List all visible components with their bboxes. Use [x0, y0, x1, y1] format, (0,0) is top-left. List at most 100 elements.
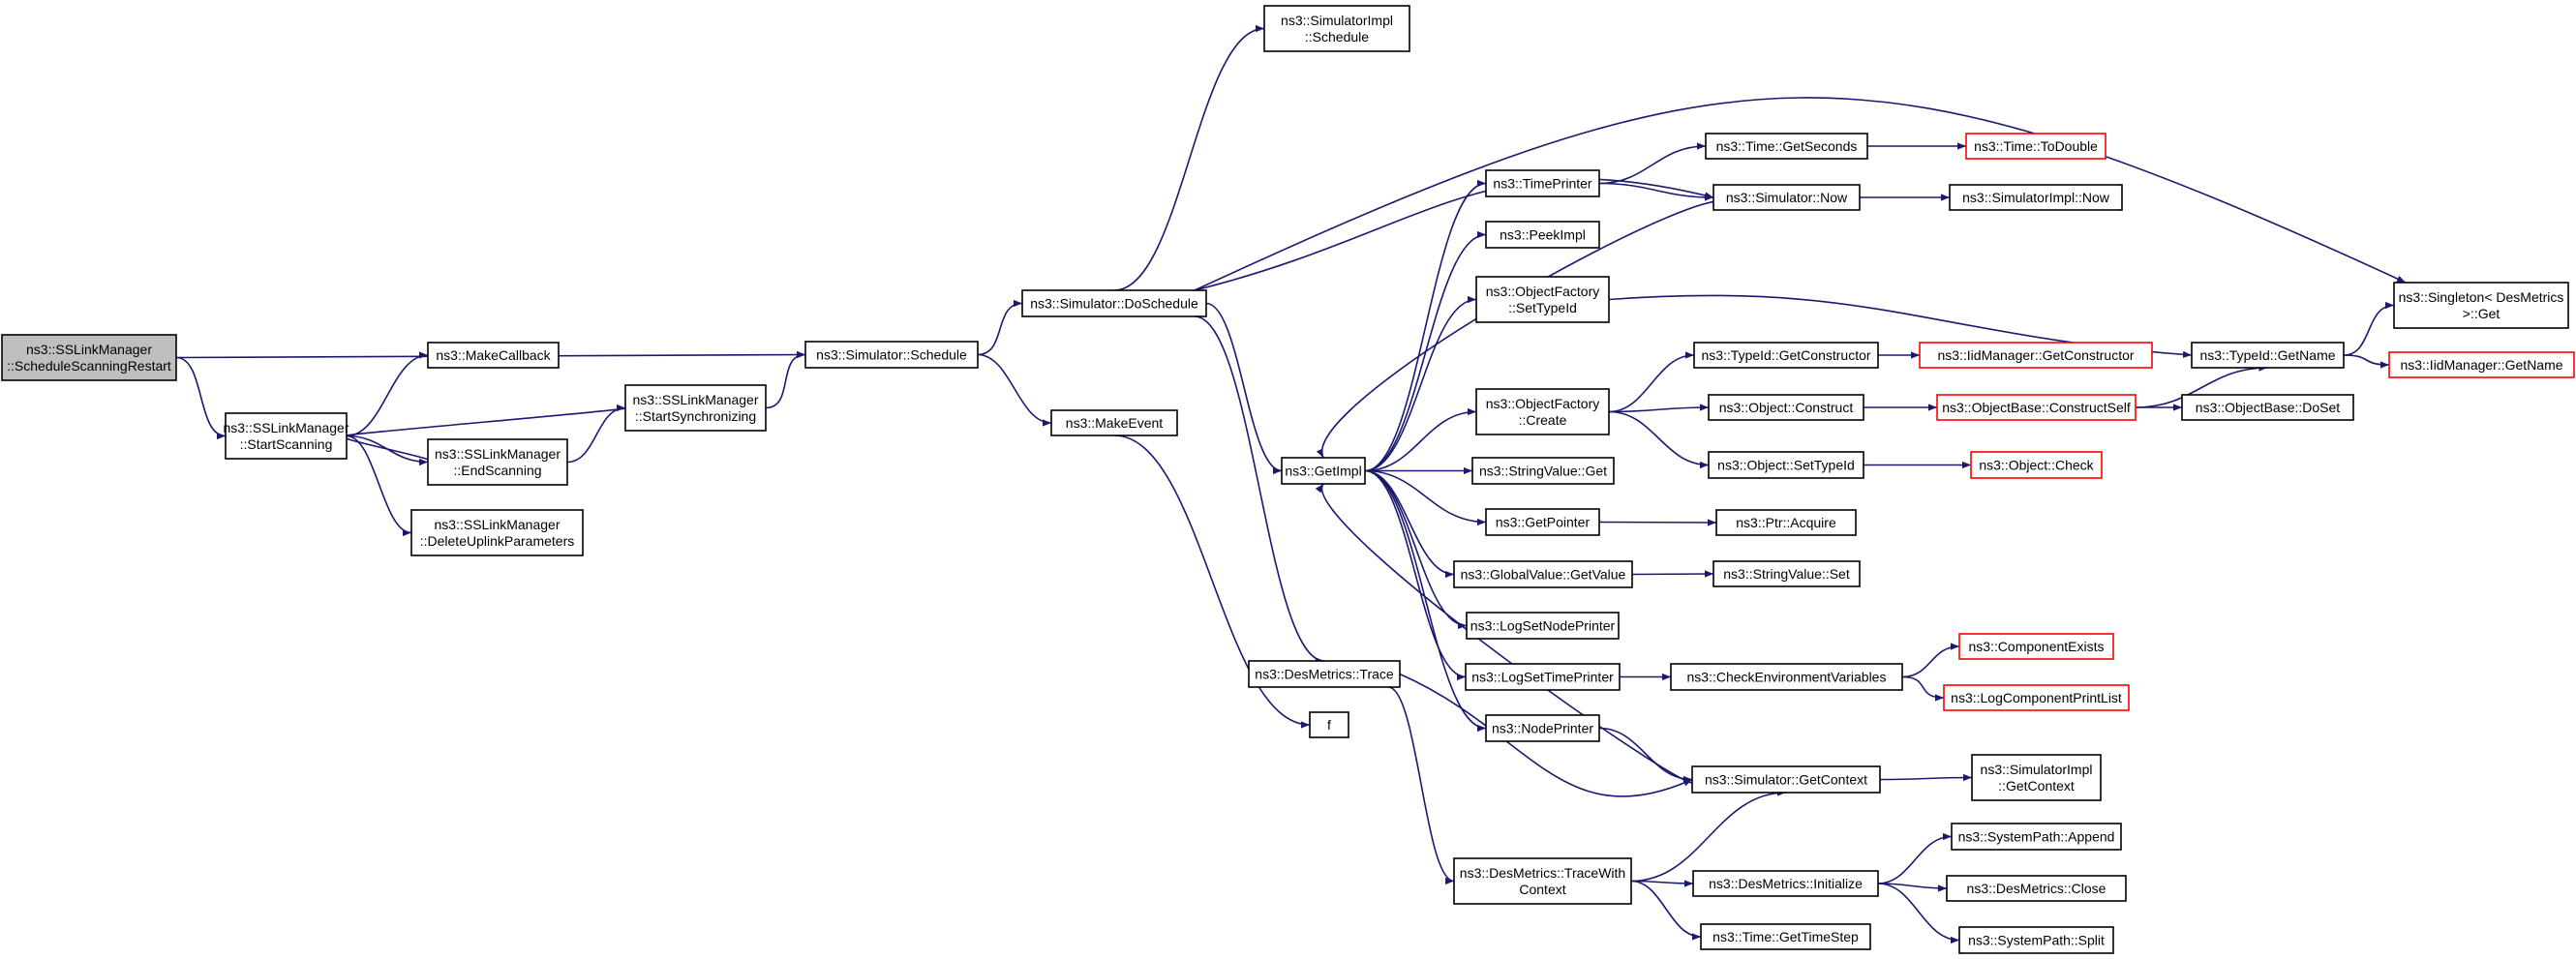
edge-line	[1608, 410, 1710, 469]
node-sp-split[interactable]: ns3::SystemPath::Split	[1958, 926, 2114, 954]
node-singleton-get[interactable]: ns3::Singleton< DesMetrics >::Get	[2393, 282, 2569, 329]
node-peek-impl[interactable]: ns3::PeekImpl	[1485, 221, 1600, 249]
node-box	[1050, 409, 1178, 436]
node-get-pointer[interactable]: ns3::GetPointer	[1485, 508, 1600, 536]
node-label: ns3::GetImpl	[1285, 464, 1361, 479]
edge-get-impl-to-of-create	[1364, 407, 1477, 472]
node-label: ::ScheduleScanningRestart	[7, 358, 171, 374]
node-get-impl[interactable]: ns3::GetImpl	[1281, 457, 1366, 485]
node-delete-uplink[interactable]: ns3::SSLinkManager::DeleteUplinkParamete…	[410, 509, 584, 556]
node-typeid-getctor[interactable]: ns3::TypeId::GetConstructor	[1693, 342, 1879, 369]
node-label: ns3::TypeId::GetConstructor	[1701, 347, 1870, 363]
edge-check-env-to-component-exists	[1901, 643, 1960, 678]
edge-line	[1630, 880, 1694, 887]
node-node-printer[interactable]: ns3::NodePrinter	[1485, 714, 1600, 742]
node-iid-getctor[interactable]: ns3::IidManager::GetConstructor	[1919, 342, 2153, 369]
node-sim-schedule[interactable]: ns3::Simulator::Schedule	[804, 341, 979, 369]
edge-des-tracewith-to-sim-getcontext	[1630, 789, 1787, 883]
node-end-scanning[interactable]: ns3::SSLinkManager::EndScanning	[427, 438, 568, 486]
edge-sim-schedule-to-make-event	[977, 353, 1052, 427]
node-of-settypeid[interactable]: ns3::ObjectFactory::SetTypeId	[1475, 276, 1610, 323]
node-box	[1715, 509, 1857, 536]
node-typeid-getname[interactable]: ns3::TypeId::GetName	[2191, 342, 2345, 369]
node-box	[1021, 289, 1207, 317]
node-box	[1708, 451, 1864, 479]
node-label: ns3::Time::GetTimeStep	[1712, 929, 1859, 944]
node-box	[1958, 926, 2114, 954]
edge-get-impl-to-time-printer	[1364, 179, 1487, 472]
node-des-close[interactable]: ns3::DesMetrics::Close	[1946, 875, 2127, 902]
node-obj-check[interactable]: ns3::Object::Check	[1970, 451, 2103, 479]
node-component-exists[interactable]: ns3::ComponentExists	[1958, 633, 2114, 660]
node-gv-getvalue[interactable]: ns3::GlobalValue::GetValue	[1453, 560, 1633, 588]
node-label: ns3::Singleton< DesMetrics	[2399, 289, 2564, 305]
node-des-trace[interactable]: ns3::DesMetrics::Trace	[1248, 660, 1401, 688]
edge-time-printer-to-time-getseconds	[1598, 142, 1707, 185]
edge-get-impl-to-node-printer	[1364, 469, 1487, 733]
node-sp-append[interactable]: ns3::SystemPath::Append	[1951, 823, 2122, 851]
node-label: ns3::SimulatorImpl::Now	[1962, 190, 2110, 205]
edge-line	[1364, 469, 1487, 526]
edge-line	[1598, 519, 1717, 526]
node-sim-now[interactable]: ns3::Simulator::Now	[1712, 184, 1861, 211]
node-box	[1970, 451, 2103, 479]
node-sim-doschedule[interactable]: ns3::Simulator::DoSchedule	[1021, 289, 1207, 317]
node-check-env[interactable]: ns3::CheckEnvironmentVariables	[1670, 663, 1903, 691]
edge-line	[1194, 178, 1714, 291]
node-time-getseconds[interactable]: ns3::Time::GetSeconds	[1705, 133, 1868, 160]
node-box	[1951, 823, 2122, 851]
node-box	[1475, 388, 1610, 435]
edge-line	[337, 406, 628, 440]
edge-line	[1608, 404, 1710, 413]
edge-line	[1879, 773, 1973, 782]
node-of-create[interactable]: ns3::ObjectFactory::Create	[1475, 388, 1610, 435]
node-simimpl-now[interactable]: ns3::SimulatorImpl::Now	[1949, 184, 2123, 211]
node-label: ns3::DesMetrics::Trace	[1255, 667, 1394, 682]
node-time-gettimestep[interactable]: ns3::Time::GetTimeStep	[1700, 923, 1871, 950]
edge-des-initialize-to-sp-split	[1877, 883, 1960, 944]
node-simimpl-getcontext[interactable]: ns3::SimulatorImpl::GetContext	[1971, 754, 2102, 801]
node-label: ::SetTypeId	[1508, 300, 1577, 315]
node-log-time-printer[interactable]: ns3::LogSetTimePrinter	[1465, 663, 1621, 691]
node-ptr-acquire[interactable]: ns3::Ptr::Acquire	[1715, 509, 1857, 536]
node-objbase-doset[interactable]: ns3::ObjectBase::DoSet	[2181, 394, 2354, 421]
node-objbase-constructself[interactable]: ns3::ObjectBase::ConstructSelf	[1936, 394, 2137, 421]
node-des-initialize[interactable]: ns3::DesMetrics::Initialize	[1692, 870, 1879, 897]
edge-line	[1631, 570, 1714, 578]
node-label: ns3::LogSetNodePrinter	[1470, 618, 1616, 634]
node-box	[624, 384, 767, 432]
node-start-sync[interactable]: ns3::SSLinkManager::StartSynchronizing	[624, 384, 767, 432]
edge-get-impl-to-peek-impl	[1364, 230, 1487, 472]
node-box	[1485, 221, 1600, 249]
node-label: ns3::TimePrinter	[1493, 176, 1592, 192]
edge-line	[1364, 230, 1487, 472]
node-make-event[interactable]: ns3::MakeEvent	[1050, 409, 1178, 436]
node-iid-getname[interactable]: ns3::IidManager::GetName	[2388, 351, 2575, 378]
edge-line	[1364, 179, 1487, 472]
node-start-scanning[interactable]: ns3::SSLinkManager::StartScanning	[224, 412, 349, 460]
node-box	[1309, 711, 1349, 738]
node-f[interactable]: f	[1309, 711, 1349, 738]
node-time-todouble[interactable]: ns3::Time::ToDouble	[1965, 133, 2106, 160]
node-sv-get[interactable]: ns3::StringValue::Get	[1471, 457, 1615, 485]
node-simimpl-schedule[interactable]: ns3::SimulatorImpl::Schedule	[1263, 5, 1410, 52]
node-box	[1453, 857, 1632, 905]
node-log-component-printlist[interactable]: ns3::LogComponentPrintList	[1943, 684, 2130, 711]
node-make-callback[interactable]: ns3::MakeCallback	[427, 342, 560, 369]
node-box	[1958, 633, 2114, 660]
node-label: ns3::CheckEnvironmentVariables	[1687, 670, 1887, 685]
node-obj-construct[interactable]: ns3::Object::Construct	[1708, 394, 1864, 421]
node-sv-set[interactable]: ns3::StringValue::Set	[1712, 560, 1861, 587]
node-obj-settypeid[interactable]: ns3::Object::SetTypeId	[1708, 451, 1864, 479]
node-log-node-printer[interactable]: ns3::LogSetNodePrinter	[1466, 612, 1620, 640]
node-box	[1712, 560, 1861, 587]
node-sim-getcontext[interactable]: ns3::Simulator::GetContext	[1691, 765, 1881, 794]
node-label: ns3::PeekImpl	[1500, 227, 1586, 243]
edge-line	[1877, 883, 1960, 944]
edge-of-create-to-typeid-getctor	[1608, 351, 1695, 413]
node-box	[225, 412, 348, 460]
node-time-printer[interactable]: ns3::TimePrinter	[1485, 169, 1600, 197]
edge-des-tracewith-to-des-initialize	[1630, 880, 1694, 887]
node-schedule-scanning-restart[interactable]: ns3::SSLinkManager::ScheduleScanningRest…	[1, 334, 177, 381]
